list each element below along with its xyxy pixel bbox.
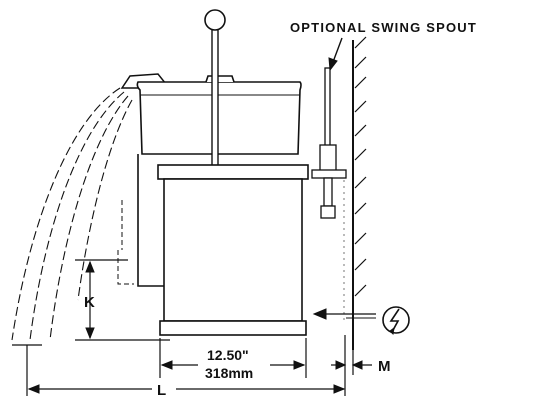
pour-stream (11, 87, 133, 341)
base-cabinet (157, 164, 309, 336)
dimension-l (12, 344, 346, 396)
dimension-width-label-bg (198, 343, 270, 379)
dimension-k (75, 259, 170, 341)
dimension-m-label: M (378, 358, 391, 375)
dimension-l-label: L (157, 382, 166, 399)
dimension-width-mm: 318mm (205, 365, 253, 381)
kettle-bowl (136, 75, 302, 287)
dimension-m (331, 335, 372, 396)
swing-spout-callout: OPTIONAL SWING SPOUT (290, 20, 477, 35)
wall (352, 36, 367, 350)
swing-spout-callout-arrow (328, 37, 343, 72)
electrical-connection (312, 308, 376, 320)
dimension-k-label: K (84, 294, 95, 311)
swing-spout (311, 67, 347, 219)
drain-valve-hidden (117, 200, 134, 285)
electrical-symbol-icon (382, 306, 410, 336)
dimension-width-inches: 12.50" (207, 347, 249, 363)
dimension-l-label-bg (152, 380, 176, 398)
